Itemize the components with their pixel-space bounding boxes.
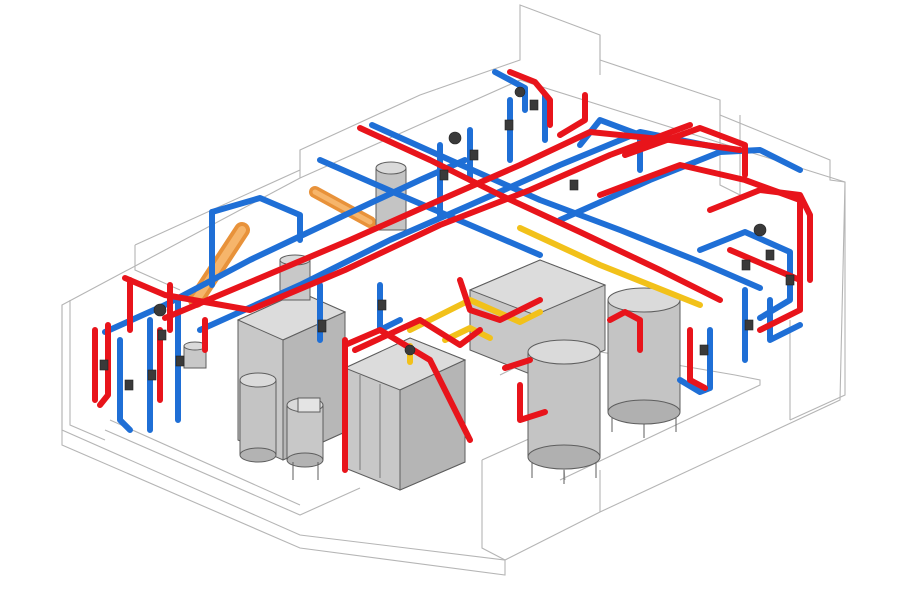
equipment [183, 161, 681, 491]
hot-pipe-front-tank [502, 357, 548, 423]
inner-partition [134, 35, 601, 291]
valve [317, 319, 327, 333]
hot-boiler-flow-2 [352, 317, 483, 353]
valve [147, 369, 157, 381]
pump [404, 344, 416, 356]
valve [157, 329, 167, 341]
flue-duct-diagonal-highlight [192, 226, 246, 304]
valve [175, 355, 185, 367]
hot-pipe-center [457, 277, 543, 323]
cold-header-right [557, 147, 803, 223]
valve [569, 179, 579, 191]
cold-pipe-ceiling [209, 195, 303, 243]
small-vessel-left [183, 341, 207, 369]
expansion-vessel [286, 397, 324, 480]
valves-and-fittings [99, 86, 795, 391]
flue-ducts [188, 186, 376, 308]
valve [529, 99, 539, 111]
pump [753, 223, 767, 237]
valve [741, 259, 751, 271]
hot-left-vertical [127, 277, 173, 333]
door-frame [719, 100, 741, 196]
pump [448, 131, 462, 145]
cold-pipe-right-loop [697, 229, 793, 321]
storage-tank-left [239, 372, 277, 463]
hot-drop-left [92, 317, 208, 408]
right-wall [789, 182, 846, 421]
pump [153, 303, 167, 317]
valve [504, 119, 514, 131]
hot-riser-top [507, 69, 588, 138]
cold-main-top [317, 157, 543, 258]
valve [439, 169, 449, 181]
valve [469, 149, 479, 161]
back-right-wall [599, 59, 846, 183]
valve [785, 274, 795, 286]
gas-riser [442, 325, 493, 343]
hot-pipe-right-tank [607, 309, 708, 391]
valve [124, 379, 134, 391]
hot-upper-branch [622, 125, 748, 178]
floor-slab-edge [61, 430, 506, 576]
plinth-left [104, 419, 361, 516]
hot-boiler-flow [342, 327, 473, 473]
hot-main-left [122, 122, 693, 313]
valve [744, 319, 754, 331]
left-wall [61, 300, 106, 441]
boiler-center [343, 337, 467, 491]
valve [377, 299, 387, 311]
hot-cross-diagonal [357, 125, 723, 303]
valve [699, 344, 709, 356]
gas-piping [407, 225, 703, 365]
gas-main [407, 297, 543, 333]
storage-tank-front-right [527, 339, 601, 484]
floor-slab-outline [61, 79, 846, 561]
valve [765, 249, 775, 261]
building-shell [61, 4, 846, 576]
gas-branch-right [517, 225, 703, 308]
storage-tank-right [607, 287, 681, 438]
pump [514, 86, 526, 98]
cold-top-riser [492, 69, 528, 113]
valve [99, 359, 109, 371]
hot-right-cluster [707, 187, 813, 303]
flue-duct-horizontal-highlight [312, 189, 373, 225]
hot-flow-piping [92, 69, 813, 473]
